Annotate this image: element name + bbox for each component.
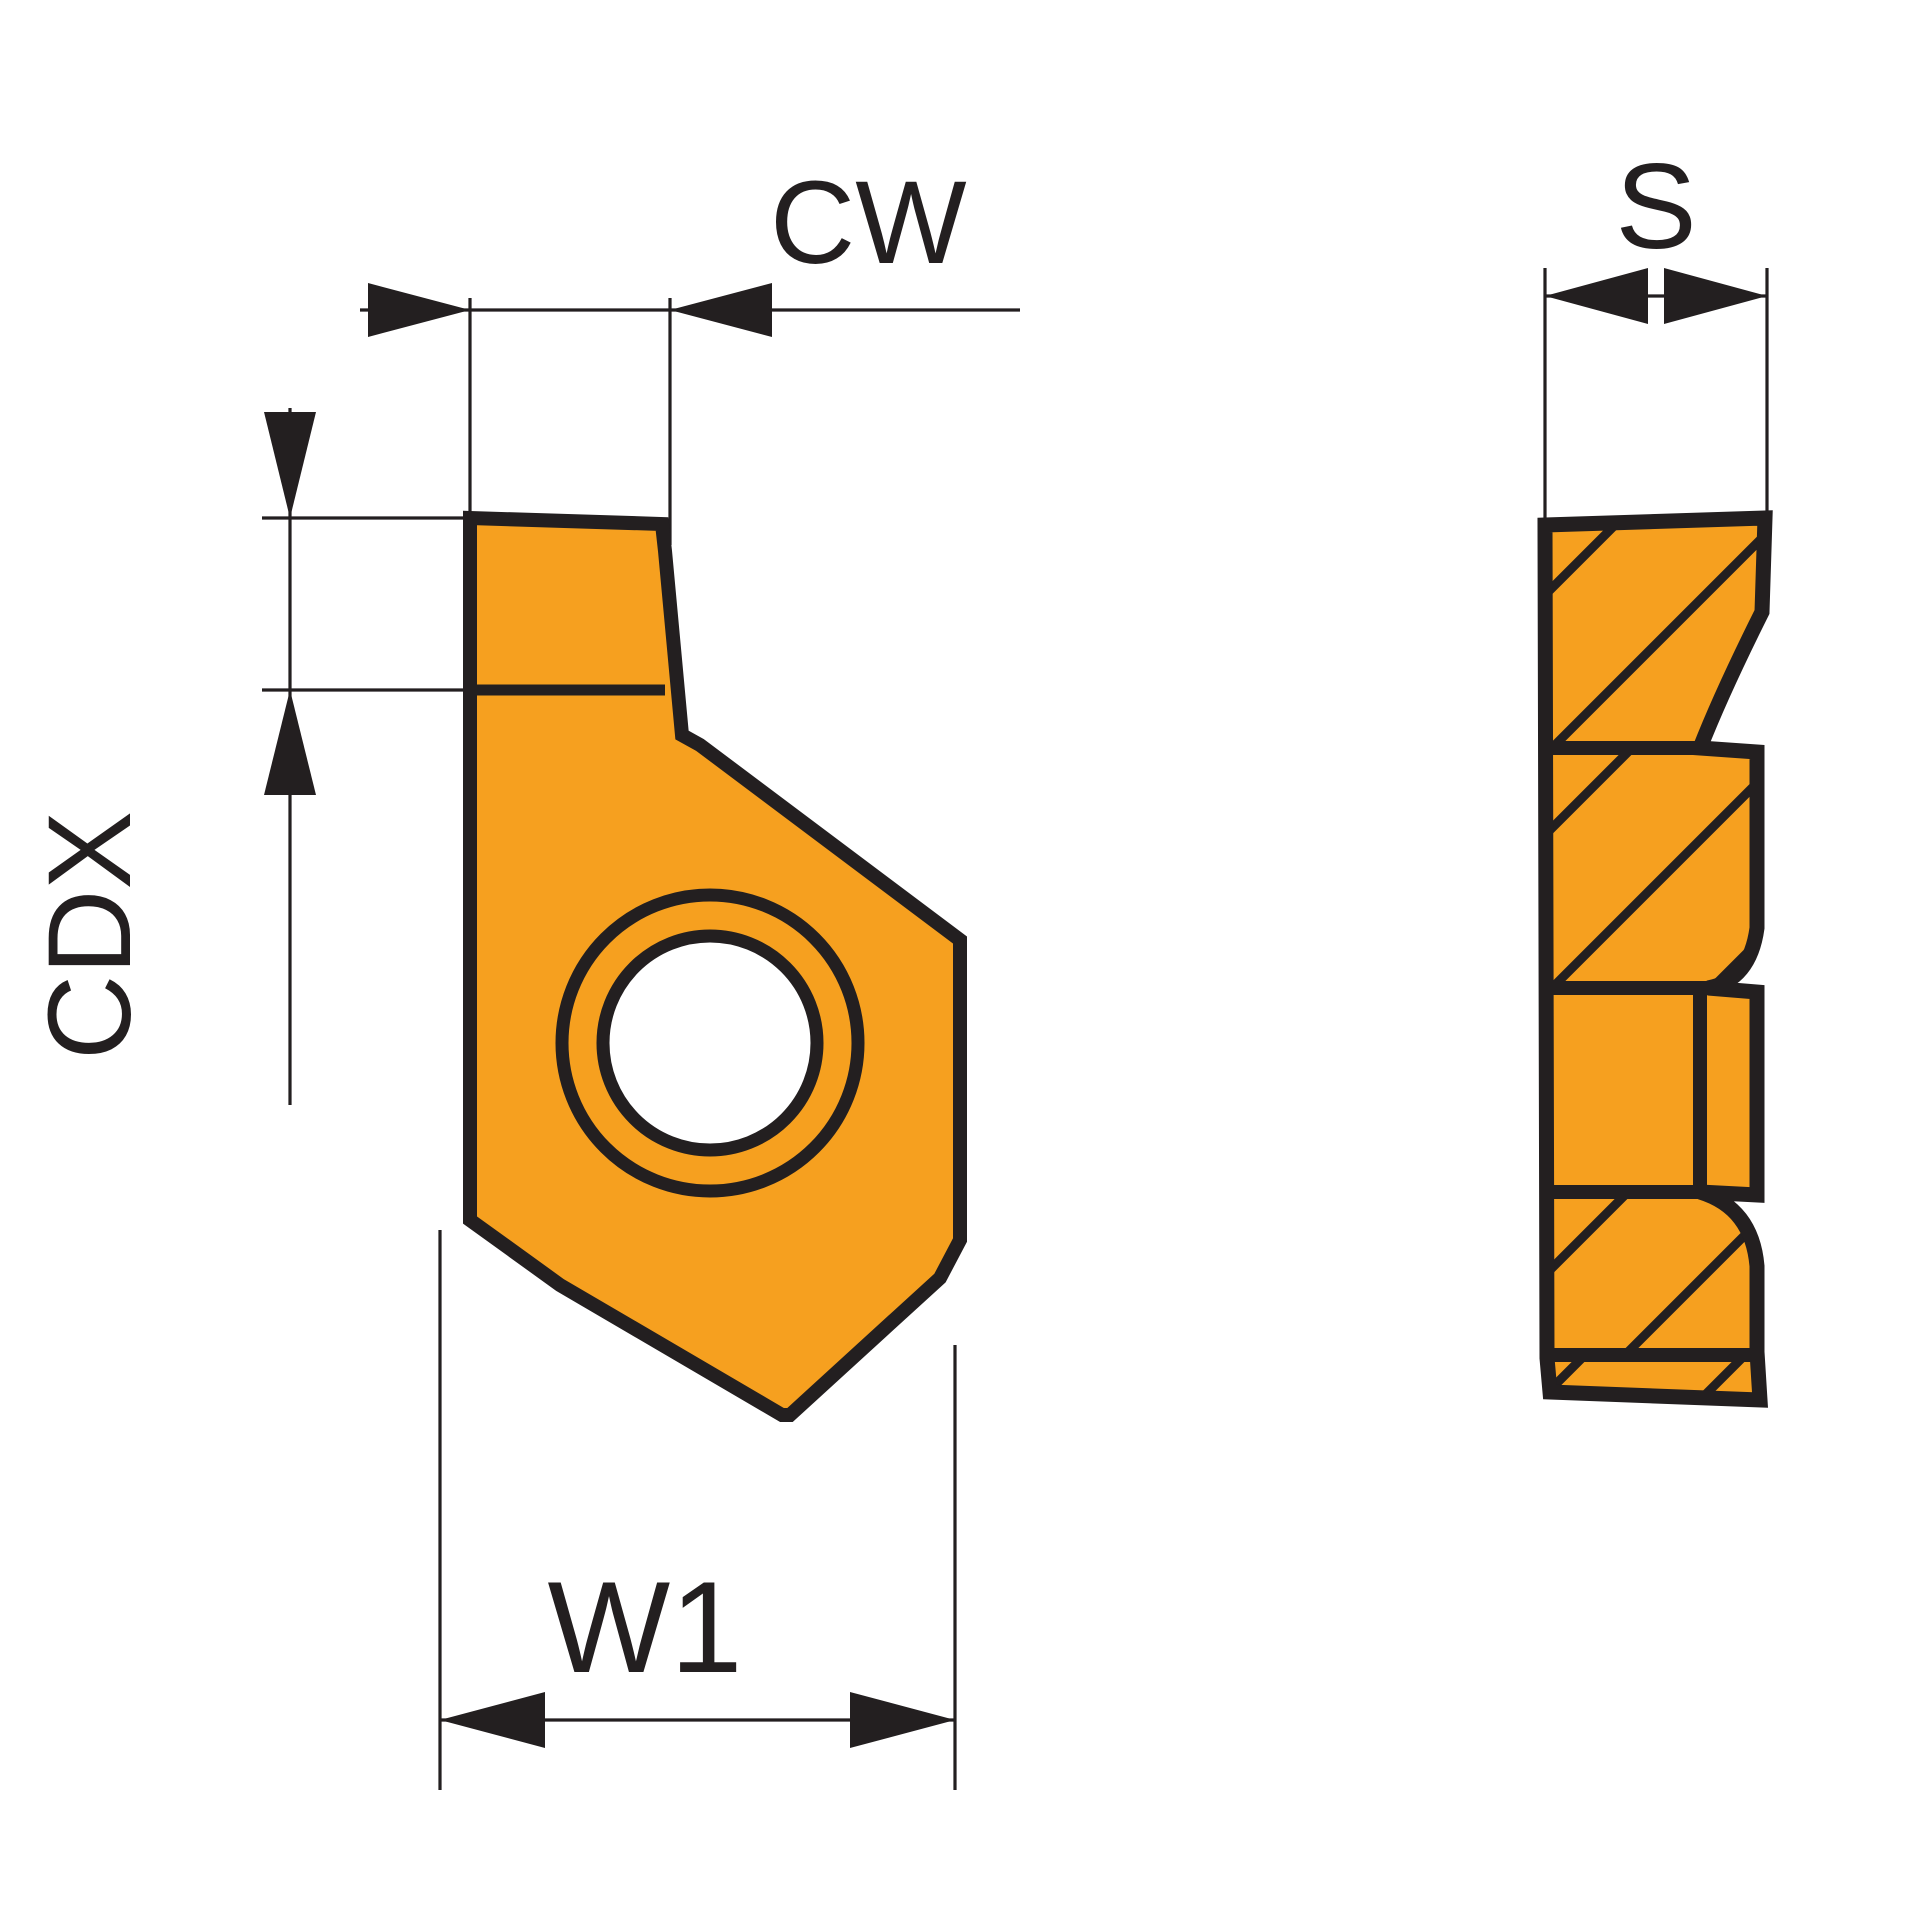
cw-left-arrowhead — [368, 283, 470, 337]
cdx-bottom-arrowhead — [264, 690, 316, 795]
side-view-fill — [1545, 518, 1765, 1400]
section-hatching-mid-upper — [1545, 752, 1757, 985]
w1-right-arrowhead — [850, 1692, 955, 1748]
w1-label: W1 — [548, 1554, 743, 1700]
front-view-insert — [463, 510, 967, 1422]
dimension-w1: W1 — [440, 1554, 955, 1748]
cdx-label: CDX — [24, 811, 156, 1060]
s-label: S — [1615, 138, 1696, 274]
s-right-arrowhead — [1664, 268, 1767, 324]
s-left-arrowhead — [1545, 268, 1648, 324]
front-view-extension-lines — [262, 298, 957, 1790]
w1-left-arrowhead — [440, 1692, 545, 1748]
section-hatching-upper — [1545, 518, 1765, 745]
side-view-outline — [1537, 510, 1773, 1408]
mounting-hole-counterbore-circle — [555, 888, 865, 1198]
cw-label: CW — [770, 157, 967, 289]
dimension-s: S — [1545, 138, 1767, 324]
side-view-division-lines — [1545, 741, 1757, 1362]
side-view-insert-section — [1537, 510, 1773, 1408]
dimension-cdx: CDX — [24, 408, 316, 1105]
cdx-top-arrowhead — [264, 412, 316, 518]
cw-right-arrowhead — [670, 283, 772, 337]
section-hatching-lower — [1545, 1192, 1757, 1352]
dimension-cw: CW — [360, 157, 1020, 337]
mounting-hole-through-circle — [596, 929, 824, 1157]
side-view-extension-lines — [1543, 268, 1769, 530]
